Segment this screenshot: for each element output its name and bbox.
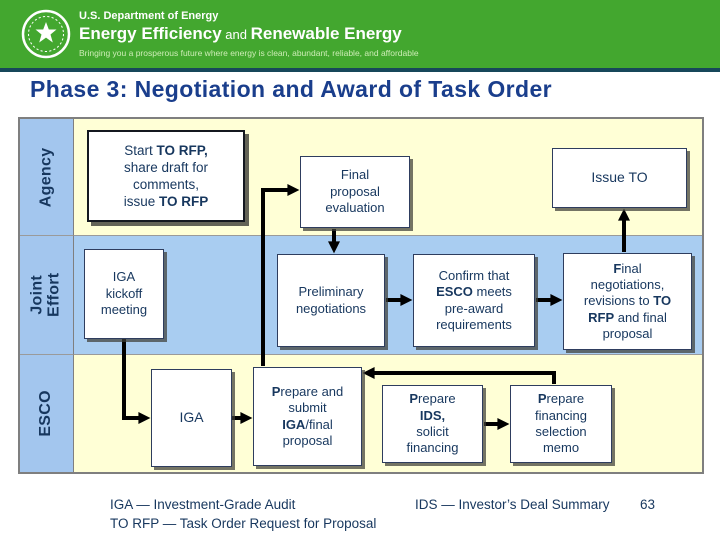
flow-node-issue-to: Issue TO (552, 148, 687, 208)
doe-seal-icon (21, 9, 71, 59)
legend-ids: IDS — Investor’s Deal Summary (415, 497, 610, 512)
legend-iga: IGA — Investment-Grade Audit (110, 497, 296, 512)
dept-name: U.S. Department of Energy (79, 10, 219, 22)
slide-title: Phase 3: Negotiation and Award of Task O… (30, 76, 553, 102)
lane-label-agency: Agency (20, 119, 74, 236)
program-name: Energy Efficiency and Renewable Energy (79, 24, 402, 43)
banner-tagline: Bringing you a prosperous future where e… (79, 48, 419, 58)
diagram-frame (18, 117, 704, 474)
page-number: 63 (640, 497, 656, 512)
lane-label-esco: ESCO (20, 355, 74, 472)
flow-node-iga: IGA (151, 369, 232, 467)
header-divider (0, 68, 720, 72)
header-banner: U.S. Department of Energy Energy Efficie… (0, 0, 720, 68)
legend-left: IGA — Investment-Grade Audit TO RFP — Ta… (110, 495, 376, 533)
legend-to-rfp: TO RFP — Task Order Request for Proposal (110, 516, 377, 531)
